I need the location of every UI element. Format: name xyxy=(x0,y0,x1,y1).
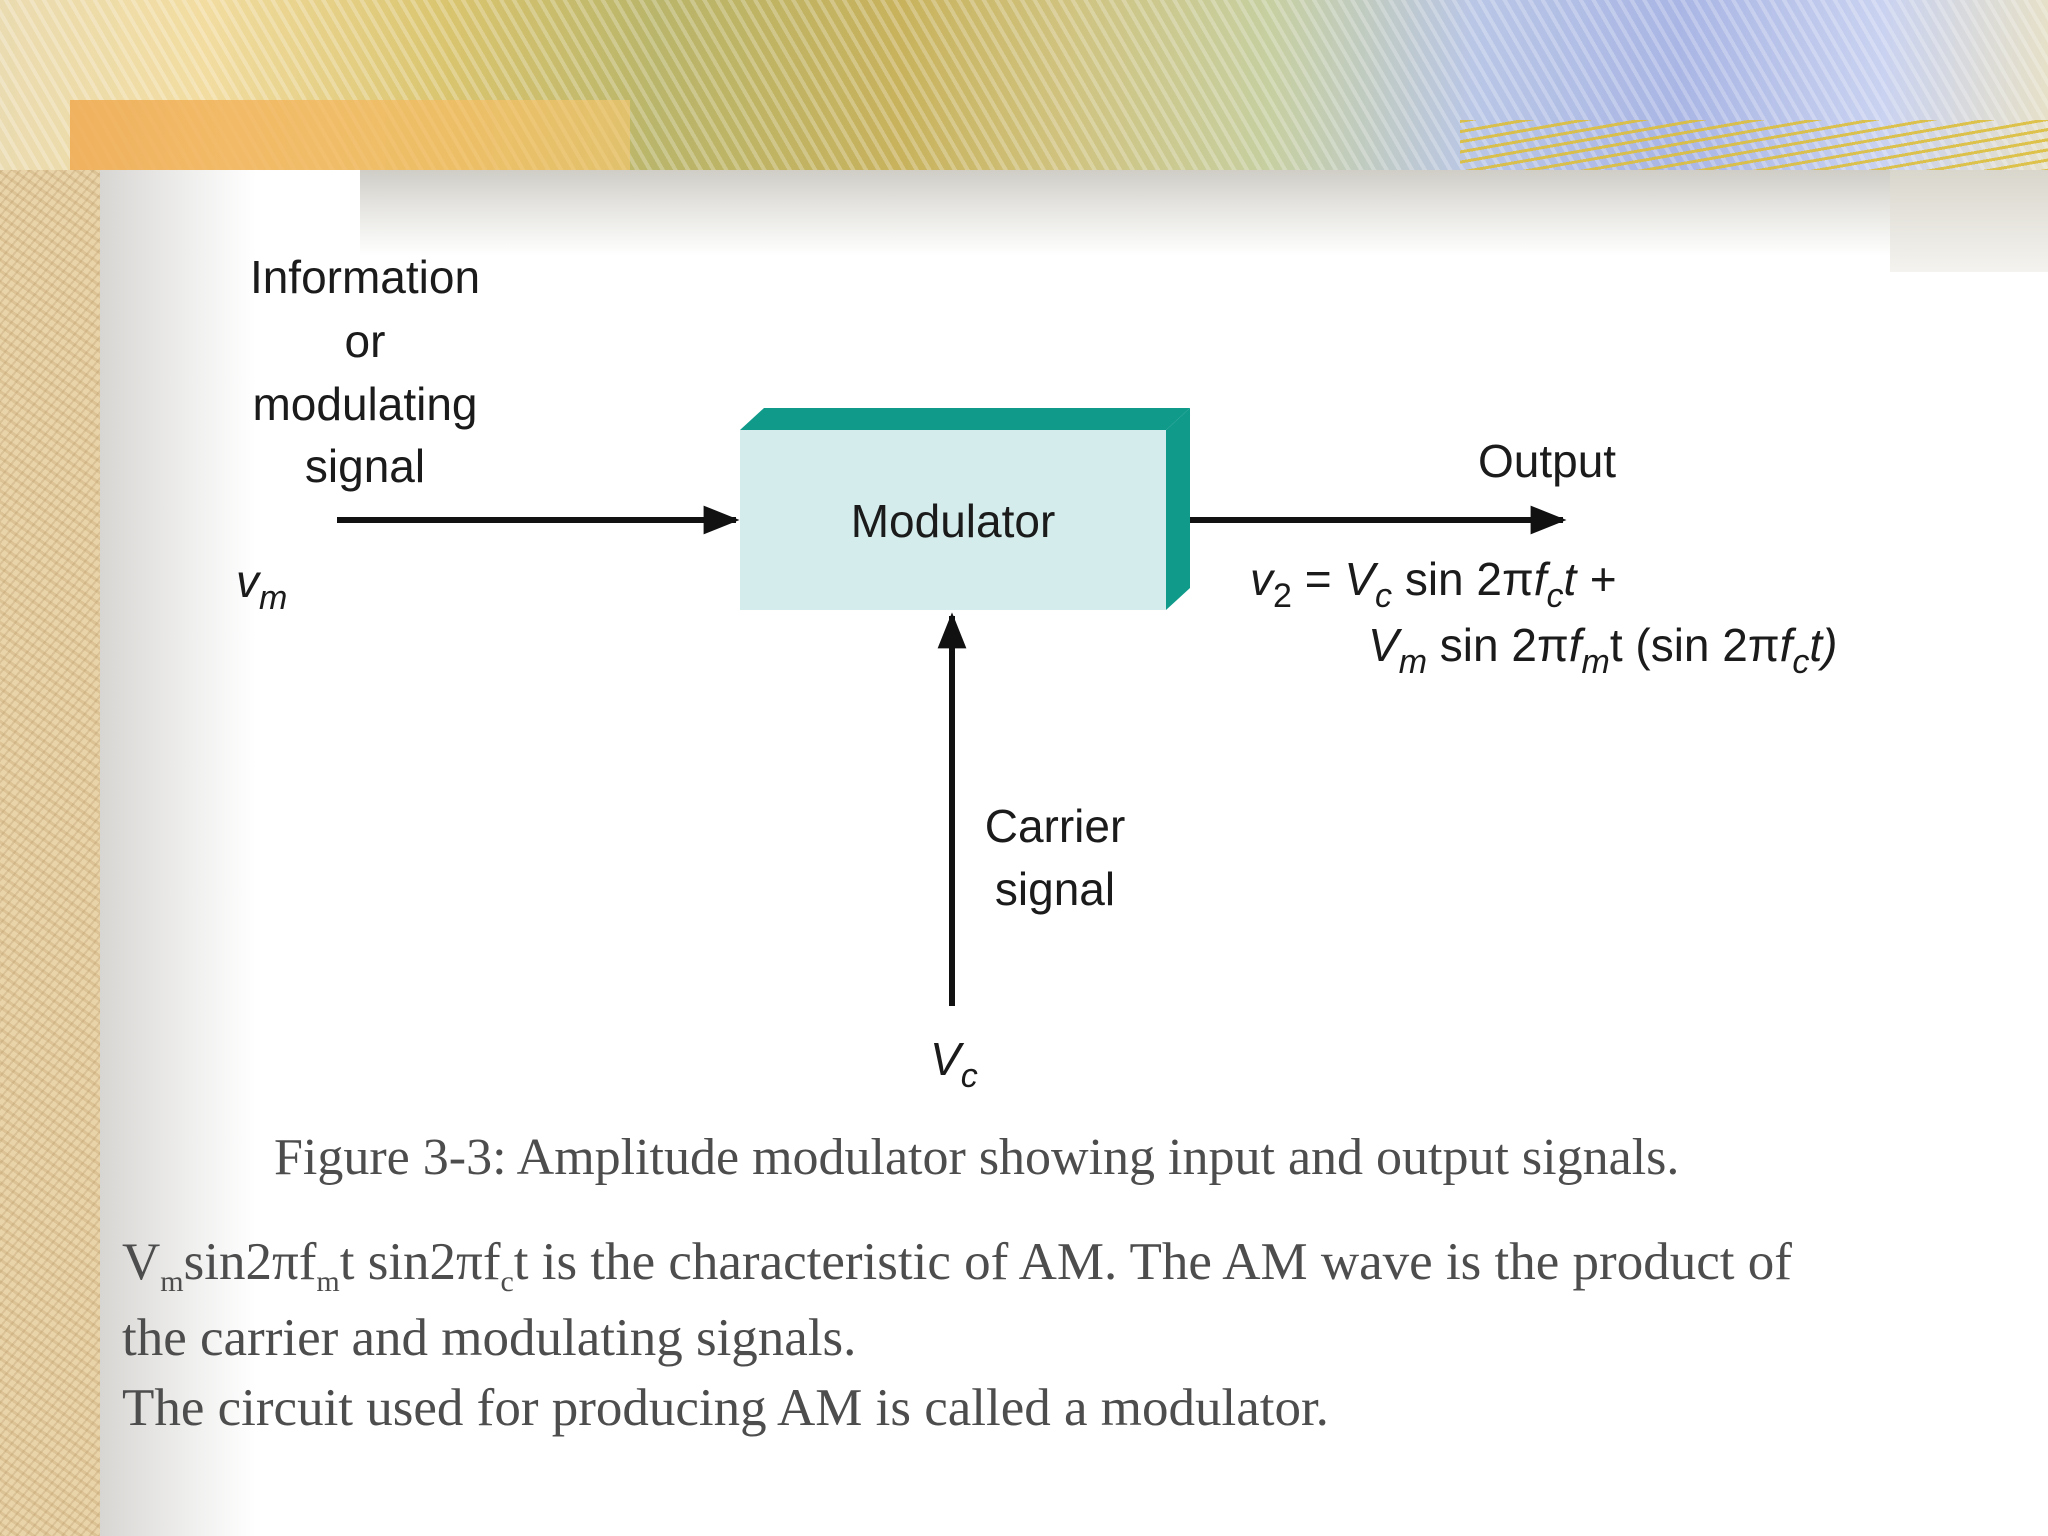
modulator-label: Modulator xyxy=(850,495,1056,547)
body-line-3: The circuit used for producing AM is cal… xyxy=(122,1379,1329,1437)
output-equation-line-2: Vm sin 2πfmt (sin 2πfct) xyxy=(1368,619,1838,681)
input-label-line-2: or xyxy=(344,315,386,367)
left-pillar xyxy=(100,170,360,1536)
banner-ribbon xyxy=(360,170,1890,256)
input-label-line-1: Information xyxy=(249,251,481,303)
carrier-label-line-1: Carrier xyxy=(984,800,1126,852)
figure-caption: Figure 3-3: Amplitude modulator showing … xyxy=(274,1129,1680,1186)
input-symbol: vm xyxy=(236,555,288,617)
modulator-block-face xyxy=(740,430,1166,610)
modulator-block-side xyxy=(1166,408,1190,610)
body-line-2: the carrier and modulating signals. xyxy=(122,1309,857,1367)
output-equation-line-1: v2 = Vc sin 2πfct + xyxy=(1250,553,1616,615)
body-line-1: Vmsin2πfmt sin2πfct is the characteristi… xyxy=(122,1233,1792,1298)
banner-orange-strip xyxy=(70,100,630,170)
parchment-border xyxy=(0,0,100,1536)
carrier-label-line-2: signal xyxy=(994,863,1116,915)
input-label-line-4: signal xyxy=(304,440,426,492)
output-label: Output xyxy=(1478,435,1617,487)
input-label-line-3: modulating xyxy=(252,378,478,430)
modulator-block-top xyxy=(740,408,1190,430)
banner-right-shade xyxy=(1890,170,2048,272)
carrier-symbol: Vc xyxy=(930,1033,978,1095)
